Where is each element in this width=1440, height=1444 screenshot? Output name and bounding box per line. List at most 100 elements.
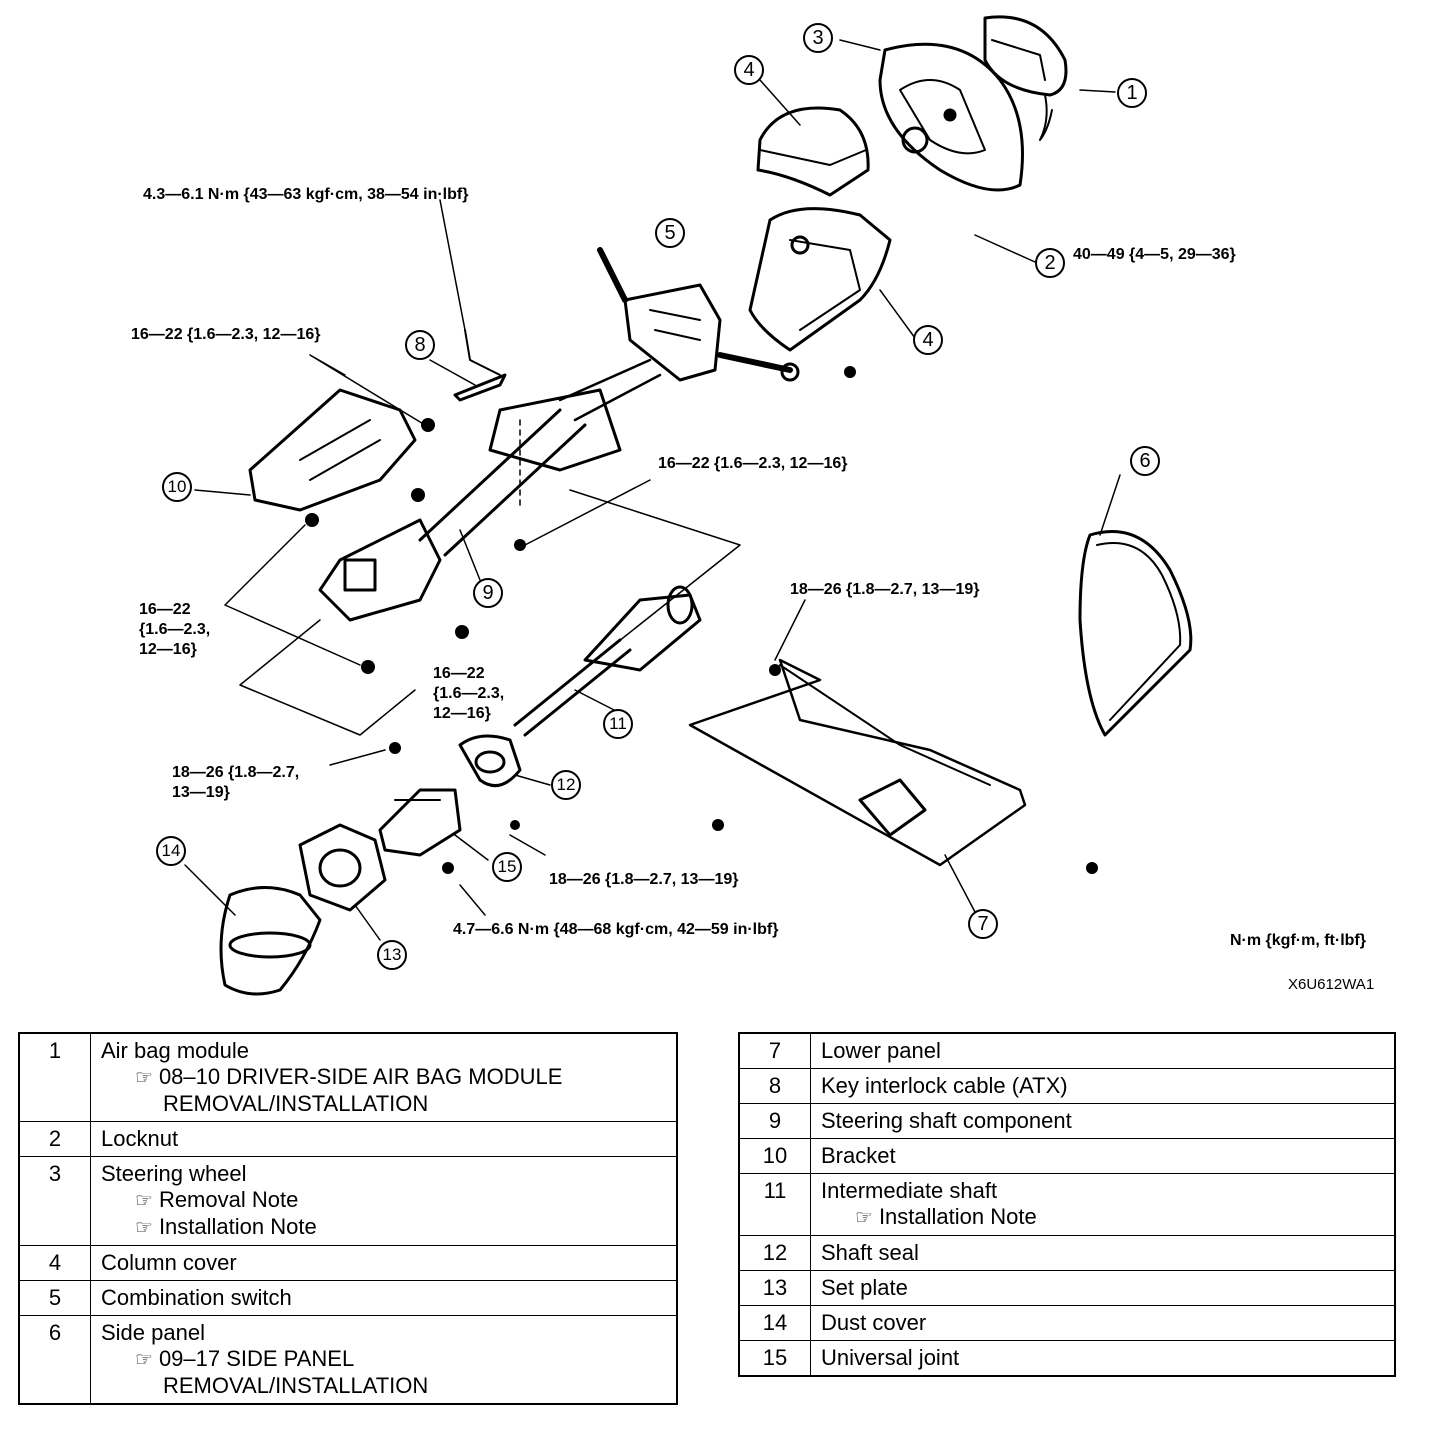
part-name: Key interlock cable (ATX) [821, 1073, 1068, 1098]
callout-3: 3 [803, 23, 833, 53]
callout-12: 12 [551, 770, 581, 800]
torque-label-bracket-mid: 16—22 {1.6—2.3, 12—16} [433, 665, 505, 722]
torque-label-bracket-top: 16—22 {1.6—2.3, 12—16} [131, 326, 321, 343]
side-panel-drawing [1078, 530, 1193, 737]
shaft-seal-drawing [458, 734, 522, 788]
part-number: 11 [739, 1173, 811, 1236]
steering-wheel-drawing [878, 42, 1024, 192]
part-name: Column cover [101, 1250, 237, 1275]
part-description: Shaft seal [810, 1235, 1395, 1271]
callout-5: 5 [655, 218, 685, 248]
part-description: Lower panel [810, 1032, 1395, 1069]
reference-text: Installation Note [878, 1204, 1037, 1229]
torque-units-legend: N·m {kgf·m, ft·lbf} [1230, 932, 1366, 949]
part-name: Set plate [821, 1275, 908, 1300]
part-number: 15 [739, 1340, 811, 1377]
parts-row: 14 Dust cover [739, 1305, 1395, 1341]
part-number: 7 [739, 1032, 811, 1069]
steering-column-exploded-diagram [184, 15, 1193, 996]
part-reference: ☞Removal Note [101, 1187, 668, 1214]
part-number: 6 [19, 1315, 91, 1405]
part-name: Side panel [101, 1320, 205, 1345]
part-number: 12 [739, 1235, 811, 1271]
part-description: Air bag module☞08–10 DRIVER-SIDE AIR BAG… [90, 1032, 677, 1122]
key-interlock-cable-drawing [453, 329, 507, 402]
callout-4-upper: 4 [734, 55, 764, 85]
reference-text: 08–10 DRIVER-SIDE AIR BAG MODULE [158, 1064, 563, 1089]
part-description: Combination switch [90, 1280, 677, 1316]
reference-text: Removal Note [158, 1187, 299, 1212]
callout-14: 14 [156, 836, 186, 866]
callout-8: 8 [405, 330, 435, 360]
part-number: 14 [739, 1305, 811, 1341]
part-reference: REMOVAL/INSTALLATION [101, 1373, 668, 1399]
universal-joint-drawing [378, 788, 462, 857]
part-name: Air bag module [101, 1038, 249, 1063]
reference-text: REMOVAL/INSTALLATION [163, 1091, 429, 1116]
part-name: Universal joint [821, 1345, 960, 1370]
callout-1: 1 [1117, 78, 1147, 108]
part-name: Intermediate shaft [821, 1178, 998, 1203]
callout-9: 9 [473, 578, 503, 608]
parts-row: 2 Locknut [19, 1121, 677, 1157]
callout-4-lower: 4 [913, 325, 943, 355]
part-name: Steering shaft component [821, 1108, 1072, 1133]
callout-7: 7 [968, 909, 998, 939]
part-reference: ☞Installation Note [821, 1204, 1386, 1231]
part-number: 3 [19, 1156, 91, 1246]
part-number: 2 [19, 1121, 91, 1157]
part-description: Locknut [90, 1121, 677, 1157]
part-description: Dust cover [810, 1305, 1395, 1341]
part-number: 8 [739, 1068, 811, 1104]
callout-10: 10 [162, 472, 192, 502]
pointing-hand-icon: ☞ [855, 1207, 873, 1229]
part-reference: ☞Installation Note [101, 1214, 668, 1241]
callout-15: 15 [492, 852, 522, 882]
steering-shaft-drawing [418, 358, 662, 557]
figure-code: X6U612WA1 [1288, 976, 1375, 993]
part-name: Locknut [101, 1126, 179, 1151]
parts-row: 15 Universal joint [739, 1340, 1395, 1377]
part-description: Key interlock cable (ATX) [810, 1068, 1395, 1104]
combination-switch-drawing [597, 247, 800, 382]
reference-text: REMOVAL/INSTALLATION [163, 1373, 429, 1398]
part-name: Lower panel [821, 1038, 941, 1063]
part-name: Dust cover [821, 1310, 927, 1335]
torque-label-bolt-left: 18—26 {1.8—2.7, 13—19} [172, 764, 300, 801]
part-reference: REMOVAL/INSTALLATION [101, 1091, 668, 1117]
part-number: 10 [739, 1138, 811, 1174]
lower-panel-drawing [688, 658, 1027, 867]
pointing-hand-icon: ☞ [135, 1349, 153, 1371]
upper-column-cover-drawing [756, 106, 870, 197]
torque-label-bolt-right: 18—26 {1.8—2.7, 13—19} [549, 871, 739, 888]
lower-column-cover-drawing [748, 207, 892, 352]
dust-cover-drawing [219, 886, 322, 996]
part-description: Universal joint [810, 1340, 1395, 1377]
torque-label-universal-joint: 4.7—6.6 N·m {48—68 kgf·cm, 42—59 in·lbf} [453, 921, 779, 938]
part-number: 4 [19, 1245, 91, 1281]
part-description: Intermediate shaft☞Installation Note [810, 1173, 1395, 1236]
part-name: Shaft seal [821, 1240, 919, 1265]
torque-label-key-interlock: 4.3—6.1 N·m {43—63 kgf·cm, 38—54 in·lbf} [143, 186, 469, 203]
torque-label-bracket-left: 16—22 {1.6—2.3, 12—16} [139, 601, 211, 658]
part-number: 1 [19, 1032, 91, 1122]
part-description: Column cover [90, 1245, 677, 1281]
part-description: Bracket [810, 1138, 1395, 1174]
parts-row: 4 Column cover [19, 1245, 677, 1281]
air-bag-module-drawing [983, 15, 1068, 141]
part-description: Set plate [810, 1270, 1395, 1306]
part-name: Bracket [821, 1143, 896, 1168]
part-reference: ☞09–17 SIDE PANEL [101, 1346, 668, 1373]
callout-2: 2 [1035, 248, 1065, 278]
pointing-hand-icon: ☞ [135, 1217, 153, 1239]
part-name: Steering wheel [101, 1161, 247, 1186]
